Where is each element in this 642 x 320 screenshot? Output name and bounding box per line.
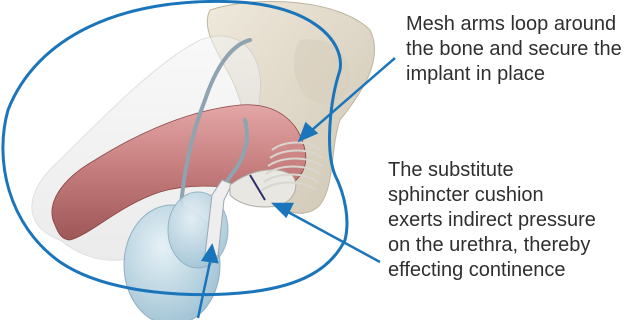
callout-sphincter-cushion: The substitute sphincter cushion exerts …	[388, 158, 642, 283]
arrow-cushion	[274, 204, 380, 262]
callout-mesh-arms: Mesh arms loop around the bone and secur…	[406, 12, 642, 87]
